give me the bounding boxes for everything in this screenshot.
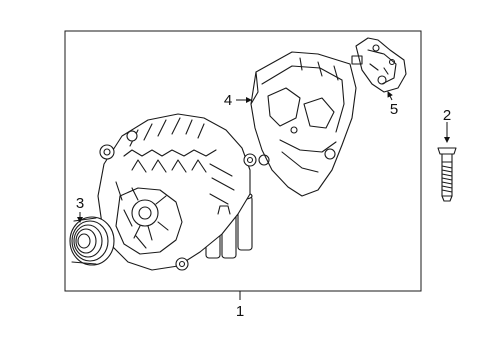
callout-4: 4 [224,92,232,109]
callout-3: 3 [76,195,84,212]
assembly-frame [64,30,422,292]
rear-cover-part-4[interactable] [250,51,357,197]
callout-1: 1 [236,303,244,320]
leader-line-5 [387,91,393,101]
regulator-part-5[interactable] [351,37,407,93]
alternator-part-1[interactable] [97,113,257,271]
callout-5: 5 [390,101,398,118]
callout-2: 2 [443,107,451,124]
pulley-part-3[interactable] [69,216,115,266]
bolt-part-2[interactable] [437,147,457,202]
